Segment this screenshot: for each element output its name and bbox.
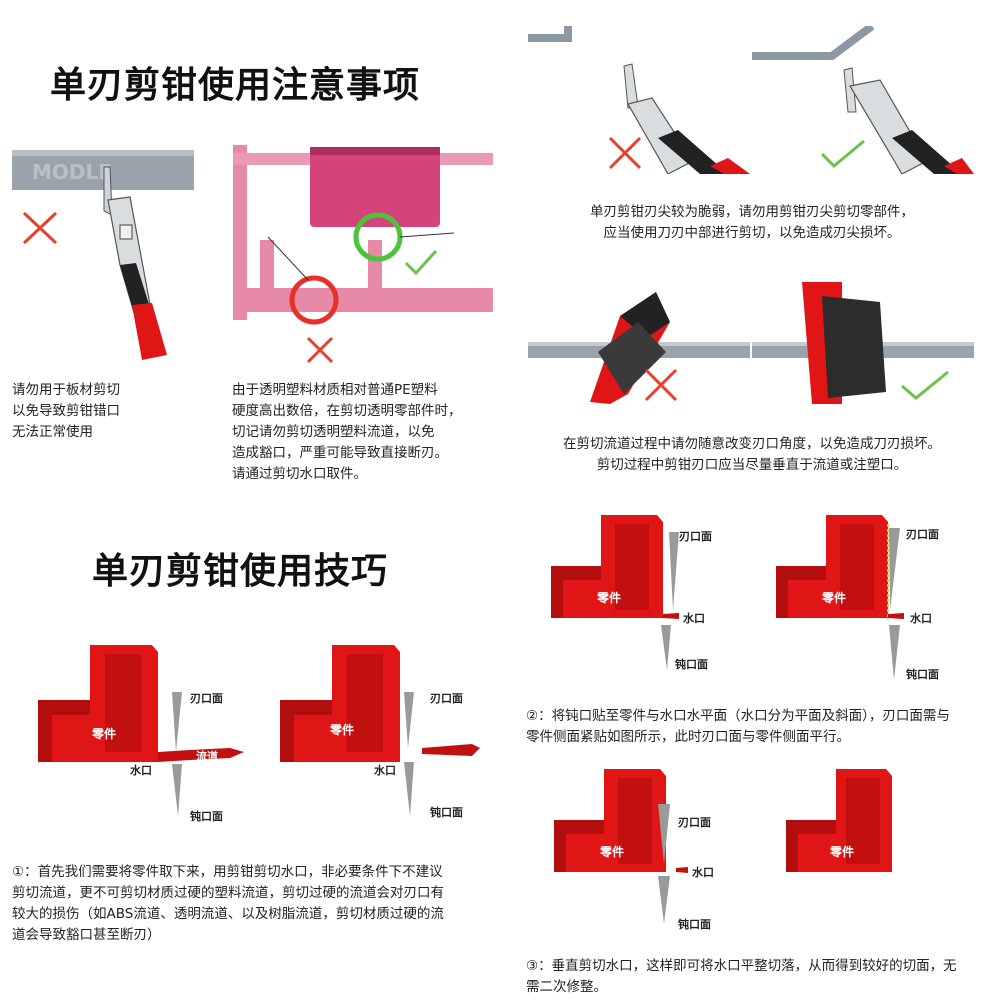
note-line: 请通过剪切水口取件。 bbox=[232, 466, 367, 482]
note-line: 由于透明塑料材质相对普通PE塑料 bbox=[232, 382, 438, 398]
watermark-text: MODLE bbox=[32, 160, 112, 184]
step3-diagram-a: 零件 刃口面 水口 钝口面 bbox=[554, 769, 714, 931]
note-line: 应当使用刀刃中部进行剪切，以免造成刃尖损坏。 bbox=[603, 225, 901, 241]
plate-bar bbox=[12, 150, 194, 190]
note-tip-text: 单刃剪钳刃尖较为脆弱，请勿用剪钳刃尖剪切零部件， 应当使用刀刃中部进行剪切，以免… bbox=[528, 202, 976, 244]
check-icon bbox=[404, 249, 438, 276]
clear-part bbox=[310, 147, 440, 227]
note-plate-text: 请勿用于板材剪切 以免导致剪钳错口 无法正常使用 bbox=[12, 380, 212, 443]
plier-grip-red bbox=[132, 303, 167, 360]
gate-shape bbox=[422, 744, 480, 756]
label-gate: 水口 bbox=[130, 763, 152, 777]
note-line: 在剪切流道过程中请勿随意改变刃口角度，以免造成刀刃损坏。 bbox=[563, 436, 941, 452]
label-edge-face: 刃口面 bbox=[190, 692, 223, 705]
step-line: 剪切流道，更不可剪切材质过硬的塑料流道，剪切过硬的流道会对刃口有 bbox=[12, 885, 444, 901]
label-part: 零件 bbox=[91, 726, 116, 741]
note-line: 单刃剪钳刃尖较为脆弱，请勿用剪钳刃尖剪切零部件， bbox=[590, 204, 914, 220]
step-line: ③：垂直剪切水口，这样即可将水口平整切落，从而得到较好的切面，无 bbox=[526, 958, 957, 974]
label-flat-face: 钝口面 bbox=[675, 657, 708, 671]
step1-diagram-runner: 零件 流道 刃口面 水口 钝口面 bbox=[38, 645, 244, 823]
page-title-notes: 单刃剪钳使用注意事项 bbox=[50, 65, 421, 106]
label-flat-face: 钝口面 bbox=[906, 667, 939, 680]
label-gate: 水口 bbox=[692, 865, 714, 879]
label-runner: 流道 bbox=[196, 749, 218, 763]
label-edge-face: 刃口面 bbox=[906, 528, 939, 541]
arrow-runner bbox=[267, 236, 309, 281]
cross-icon bbox=[608, 136, 642, 170]
blade-upper bbox=[172, 692, 182, 752]
step-line: 需二次修整。 bbox=[526, 979, 607, 995]
step3-diagram-b: 零件 bbox=[786, 769, 892, 872]
arrow-gate bbox=[399, 232, 455, 238]
check-icon bbox=[901, 370, 949, 400]
note-angle-text: 在剪切流道过程中请勿随意改变刃口角度，以免造成刀刃损坏。 剪切过程中剪钳刃口应当… bbox=[528, 434, 976, 476]
step2-diagram-a: 零件 刃口面 水口 钝口面 bbox=[551, 515, 712, 671]
label-flat-face: 钝口面 bbox=[190, 809, 223, 823]
note-line: 以免导致剪钳错口 bbox=[12, 403, 120, 419]
cross-icon bbox=[306, 336, 334, 364]
page-title-tips: 单刃剪钳使用技巧 bbox=[92, 551, 389, 592]
label-gate: 水口 bbox=[683, 611, 705, 625]
blade-lower bbox=[172, 764, 182, 816]
runner-bottom bbox=[233, 288, 493, 312]
note-line: 无法正常使用 bbox=[12, 424, 93, 440]
step3-text: ③：垂直剪切水口，这样即可将水口平整切落，从而得到较好的切面，无 需二次修整。 bbox=[526, 956, 996, 998]
note-clear-text: 由于透明塑料材质相对普通PE塑料 硬度高出数倍，在剪切透明零部件时， 切记请勿剪… bbox=[232, 380, 512, 485]
step2-diagram-b: 零件 刃口面 水口 钝口面 bbox=[776, 515, 939, 680]
label-edge-face: 刃口面 bbox=[679, 530, 712, 543]
note-line: 剪切过程中剪钳刃口应当尽量垂直于流道或注塑口。 bbox=[596, 457, 908, 473]
step-line: ②：将钝口贴至零件与水口水平面（水口分为平面及斜面），刃口面需与 bbox=[526, 708, 950, 724]
plate-cut-illustration: MODLE bbox=[12, 150, 194, 360]
check-icon bbox=[820, 139, 865, 169]
runner-post-2 bbox=[368, 240, 382, 295]
step1-diagram-gate: 零件 刃口面 水口 钝口面 bbox=[280, 645, 480, 819]
step-line: 道会导致豁口甚至断刃） bbox=[12, 927, 161, 943]
label-part: 零件 bbox=[599, 844, 624, 859]
note-line: 造成豁口，严重可能导致直接断刃。 bbox=[232, 445, 448, 461]
label-part: 零件 bbox=[829, 844, 854, 859]
cross-icon bbox=[644, 368, 678, 402]
note-line: 硬度高出数倍，在剪切透明零部件时， bbox=[232, 403, 462, 419]
tip-wrong-illustration bbox=[528, 26, 750, 174]
runner-shape bbox=[158, 748, 244, 762]
label-flat-face: 钝口面 bbox=[678, 917, 711, 931]
label-part: 零件 bbox=[821, 590, 846, 605]
runner-frame-left bbox=[233, 145, 247, 320]
angle-wrong-illustration bbox=[528, 292, 750, 404]
label-part: 零件 bbox=[329, 722, 354, 737]
tip-right-illustration bbox=[752, 26, 974, 174]
plier-pivot bbox=[119, 224, 133, 240]
step-line: ①：首先我们需要将零件取下来，用剪钳剪切水口，非必要条件下不建议 bbox=[12, 864, 443, 880]
step-line: 零件侧面紧贴如图所示，此时刃口面与零件侧面平行。 bbox=[526, 729, 850, 745]
step-line: 较大的损伤（如ABS流道、透明流道、以及树脂流道，剪切材质过硬的流 bbox=[12, 906, 444, 922]
step1-text: ①：首先我们需要将零件取下来，用剪钳剪切水口，非必要条件下不建议 剪切流道，更不… bbox=[12, 862, 512, 946]
note-line: 请勿用于板材剪切 bbox=[12, 382, 120, 398]
label-edge-face: 刃口面 bbox=[430, 692, 463, 705]
note-line: 切记请勿剪切透明塑料流道，以免 bbox=[232, 424, 435, 440]
step2-text: ②：将钝口贴至零件与水口水平面（水口分为平面及斜面），刃口面需与 零件侧面紧贴如… bbox=[526, 706, 996, 748]
label-edge-face: 刃口面 bbox=[678, 816, 711, 829]
red-circle-runner bbox=[289, 275, 339, 325]
plate-bar-highlight bbox=[12, 150, 194, 156]
angle-right-illustration bbox=[752, 282, 974, 404]
runner-post-1 bbox=[260, 240, 274, 295]
cross-icon bbox=[22, 211, 58, 245]
clear-runner-illustration bbox=[233, 145, 493, 364]
clear-part-top bbox=[310, 147, 440, 155]
label-flat-face: 钝口面 bbox=[430, 805, 463, 819]
label-part: 零件 bbox=[596, 590, 621, 605]
label-gate: 水口 bbox=[910, 611, 932, 625]
label-gate: 水口 bbox=[374, 763, 396, 777]
